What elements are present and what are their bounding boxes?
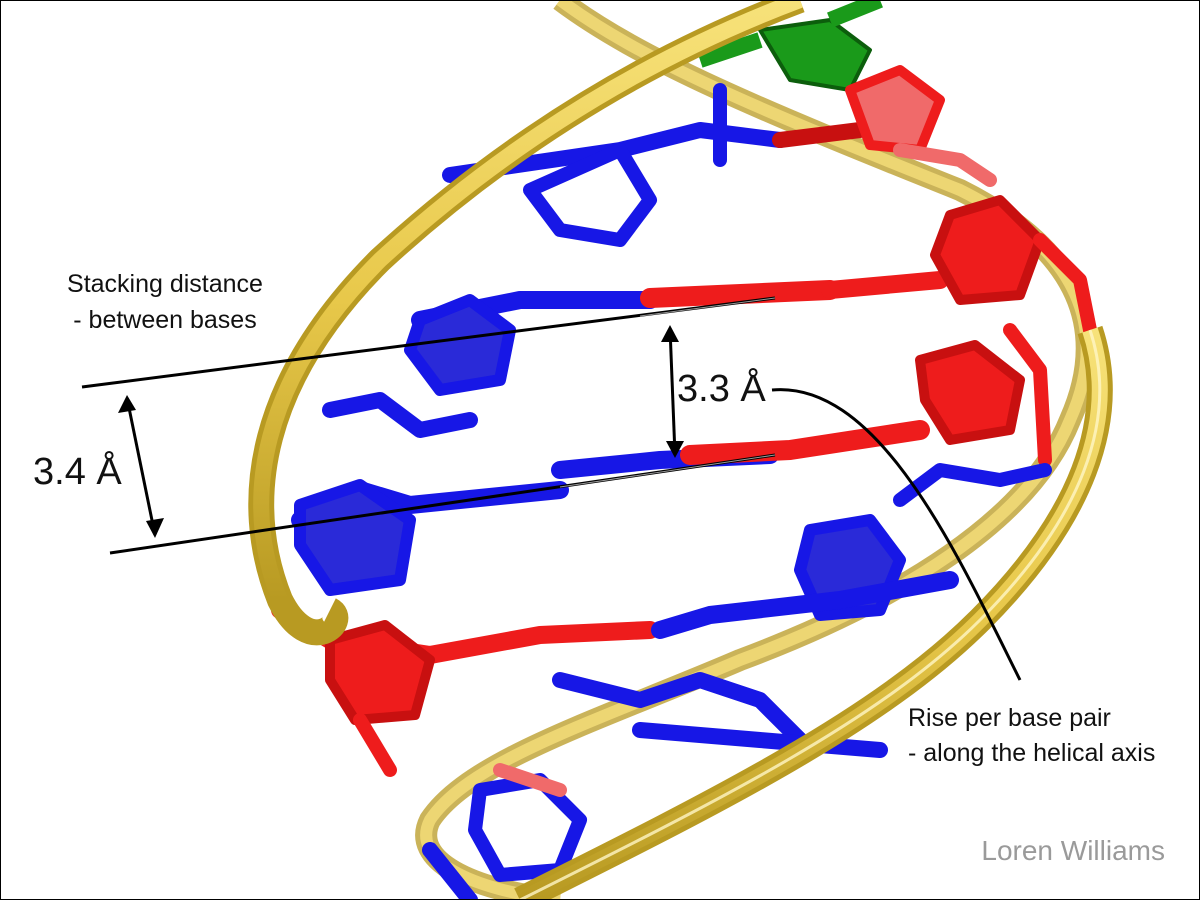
rise-label-line1: Rise per base pair bbox=[908, 704, 1111, 732]
rise-arrowhead-bottom bbox=[666, 441, 684, 458]
base-pair-1 bbox=[442, 65, 997, 247]
green-nucleotide bbox=[697, 0, 883, 92]
front-backbone-ribbon bbox=[248, 0, 1113, 900]
stacking-arrowhead-bottom bbox=[146, 518, 164, 538]
rise-leader-line bbox=[771, 388, 1022, 681]
stacking-value: 3.4 Å bbox=[33, 449, 122, 493]
stacking-line-upper-highlight bbox=[639, 297, 776, 317]
stacking-line-upper bbox=[81, 296, 776, 389]
base-pair-6 bbox=[422, 672, 888, 900]
rise-label-line2: - along the helical axis bbox=[908, 739, 1155, 767]
stacking-label-line1: Stacking distance bbox=[67, 270, 263, 298]
stacking-label-line2: - between bases bbox=[73, 306, 256, 334]
base-pair-4 bbox=[291, 463, 1052, 621]
rise-arrowhead-top bbox=[661, 325, 679, 342]
base-pair-3 bbox=[322, 323, 1052, 479]
rise-value: 3.3 Å bbox=[677, 366, 766, 410]
stacking-line-lower-highlight bbox=[559, 454, 776, 488]
stacking-annotation bbox=[81, 296, 776, 555]
rise-annotation bbox=[661, 325, 1022, 681]
stacking-arrow bbox=[125, 397, 157, 536]
rise-arrow bbox=[668, 327, 677, 456]
stacking-arrowhead-top bbox=[118, 395, 136, 413]
base-pair-2 bbox=[404, 195, 1097, 396]
author-credit: Loren Williams bbox=[981, 835, 1165, 866]
